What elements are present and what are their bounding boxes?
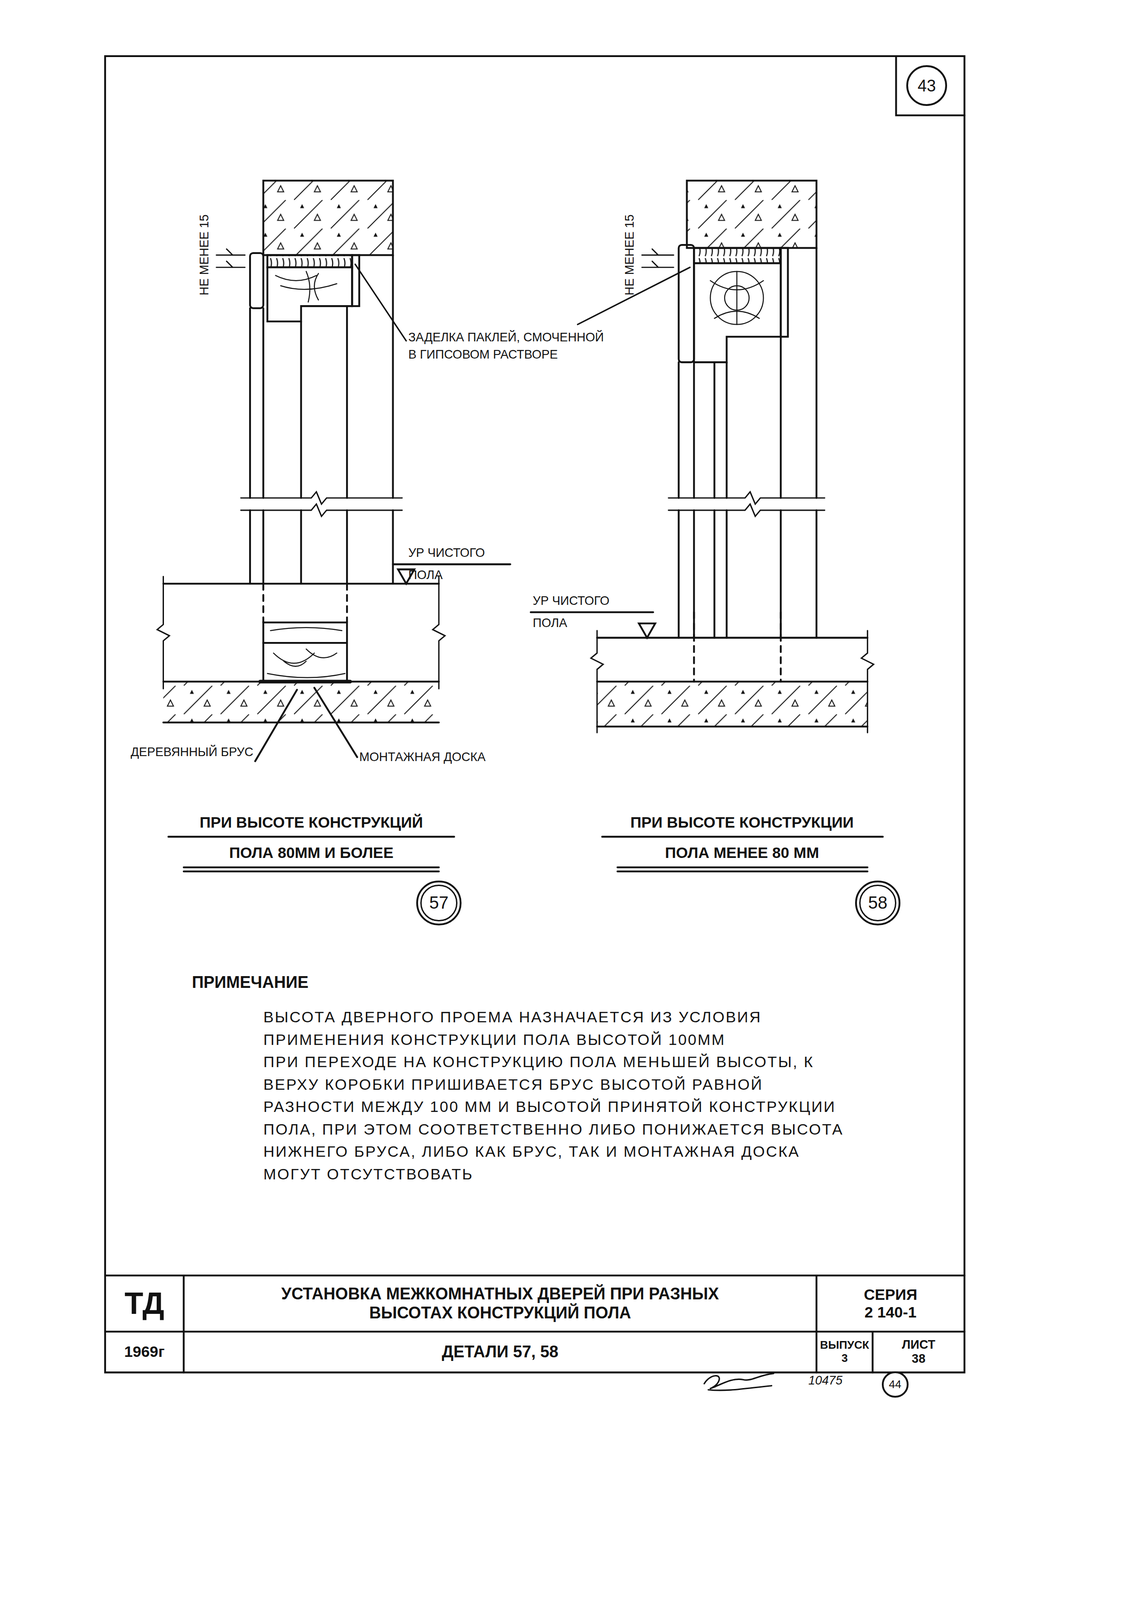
floor-level-label: УР ЧИСТОГО ПОЛА: [408, 542, 510, 587]
note-heading: ПРИМЕЧАНИЕ: [192, 971, 417, 995]
callout-circle: 58: [855, 880, 900, 926]
title-block-text: ДЕТАЛИ 57, 58: [442, 1342, 559, 1362]
title-block-cell: ДЕТАЛИ 57, 58: [183, 1332, 817, 1373]
title-block-text: СЕРИЯ: [863, 1286, 918, 1304]
title-block-text: 3: [841, 1352, 848, 1366]
title-block-text: 38: [911, 1352, 926, 1367]
callout-number: 57: [429, 893, 449, 914]
callout-circle: 43: [906, 65, 948, 106]
title-block-text: 2 140-1: [864, 1303, 917, 1322]
callout-number: 58: [868, 893, 888, 914]
dimension-label: НЕ МЕНЕЕ 15: [622, 214, 637, 296]
archive-number: 10475: [808, 1372, 870, 1390]
detail-caption: ПРИ ВЫСОТЕ КОНСТРУКЦИЙ ПОЛА 80ММ И БОЛЕЕ: [183, 807, 439, 869]
dimension-label: НЕ МЕНЕЕ 15: [196, 214, 212, 296]
title-block-cell: УСТАНОВКА МЕЖКОМНАТНЫХ ДВЕРЕЙ ПРИ РАЗНЫХ…: [183, 1275, 817, 1333]
note-text: ВЫСОТА ДВЕРНОГО ПРОЕМА НАЗНАЧАЕТСЯ ИЗ УС…: [263, 1006, 845, 1052]
title-block-text: ЛИСТ: [901, 1338, 936, 1353]
note-text: ПРИ ПЕРЕХОДЕ НА КОНСТРУКЦИЮ ПОЛА МЕНЬШЕЙ…: [263, 1051, 845, 1186]
title-block-cell: ТД: [105, 1275, 184, 1333]
title-block-text: ТД: [124, 1286, 165, 1322]
title-block-text: 1969г: [124, 1343, 165, 1362]
title-block-cell: 1969г: [105, 1332, 184, 1373]
callout-text: ЗАДЕЛКА ПАКЛЕЙ, СМОЧЕННОЙ В ГИПСОВОМ РАС…: [408, 328, 607, 364]
callout-circle: 44: [881, 1371, 909, 1399]
callout-number: 44: [889, 1378, 902, 1392]
callout-number: 43: [917, 76, 936, 96]
part-name: МОНТАЖНАЯ ДОСКА: [359, 748, 554, 767]
part-name: ДЕРЕВЯННЫЙ БРУС: [130, 743, 259, 762]
title-block-text: УСТАНОВКА МЕЖКОМНАТНЫХ ДВЕРЕЙ ПРИ РАЗНЫХ…: [254, 1284, 746, 1323]
callout-circle: 57: [416, 880, 462, 926]
floor-level-label: УР ЧИСТОГО ПОЛА: [532, 590, 635, 635]
title-block-text: ВЫПУСК: [820, 1339, 870, 1352]
detail-caption: ПРИ ВЫСОТЕ КОНСТРУКЦИИ ПОЛА МЕНЕЕ 80 ММ: [614, 807, 870, 869]
title-block-cell: ЛИСТ38: [872, 1332, 965, 1373]
title-block-cell: ВЫПУСК3: [816, 1332, 873, 1373]
title-block-cell: СЕРИЯ2 140-1: [816, 1275, 965, 1333]
